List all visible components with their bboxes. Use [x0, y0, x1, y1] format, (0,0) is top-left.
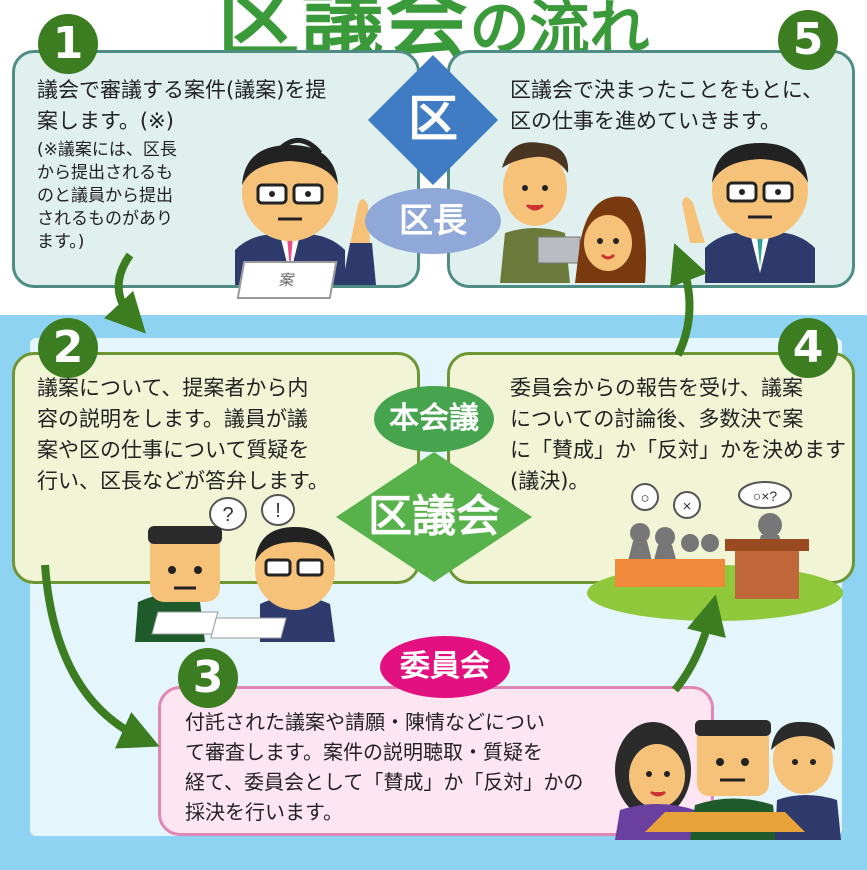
committee-illustration — [615, 720, 841, 840]
step1-box: 議会で審議する案件(議案)を提 案します。(※) (※議案には、区長 から提出さ… — [12, 50, 420, 299]
step4-line: 委員会からの報告を受け、議案 — [510, 376, 803, 400]
step2-line: 案や区の仕事について質疑を — [37, 438, 310, 462]
ku-label: 区 — [408, 90, 458, 148]
step4-number: 4 — [778, 318, 838, 378]
step3-number: 3 — [178, 648, 238, 708]
step1-line: 議会で審議する案件(議案)を提 — [37, 78, 327, 102]
step2-box: 議案について、提案者から内 容の説明をします。議員が議 案や区の仕事について質疑… — [12, 352, 420, 584]
step1-note-line: のと議員から提出 — [37, 186, 173, 206]
ku-diamond: 区 — [367, 54, 499, 186]
arrow-3-to-4 — [671, 594, 726, 693]
step1-text: 議会で審議する案件(議案)を提 案します。(※) — [37, 75, 397, 137]
arrow-2-to-3 — [41, 564, 160, 749]
vote-no-symbol: × — [683, 498, 692, 515]
step1-note-line: から提出されるも — [37, 163, 173, 183]
vote-mixed-symbol: ○×? — [753, 488, 778, 504]
step4-line: に「賛成」か「反対」かを決めます — [510, 438, 846, 462]
step5-text: 区議会で決まったことをもとに、 区の仕事を進めていきます。 — [510, 75, 850, 137]
arrow-4-to-5 — [669, 243, 708, 357]
step4-box: 委員会からの報告を受け、議案 についての討論後、多数決で案 に「賛成」か「反対」… — [447, 352, 855, 584]
step2-line: 議案について、提案者から内 — [37, 376, 309, 400]
step1-note: (※議案には、区長 から提出されるも のと議員から提出 されるものがあり ます。… — [37, 139, 237, 254]
council-members-illustration: ? ! — [135, 494, 335, 642]
staff-illustration — [500, 142, 646, 283]
step4-line: についての討論後、多数決で案 — [510, 407, 804, 431]
step1-number: 1 — [38, 14, 98, 74]
step5-number: 5 — [778, 10, 838, 70]
step2-number: 2 — [38, 318, 98, 378]
step3-line: 経て、委員会として「賛成」か「反対」かの — [185, 770, 584, 794]
step1-note-line: ます。) — [37, 232, 85, 252]
step4-line: (議決)。 — [510, 469, 590, 493]
mayor-illustration — [682, 143, 815, 283]
step2-line: 容の説明をします。議員が議 — [37, 407, 308, 431]
step2-line: 行い、区長などが答弁します。 — [37, 469, 329, 493]
vote-yes-symbol: ○ — [640, 490, 649, 507]
kucho-oval: 区長 — [365, 188, 501, 254]
step2-text: 議案について、提案者から内 容の説明をします。議員が議 案や区の仕事について質疑… — [37, 373, 407, 497]
exclamation-mark: ! — [275, 500, 281, 522]
kugikai-diamond: 区議会 — [336, 452, 532, 582]
step5-line: 区の仕事を進めていきます。 — [510, 109, 781, 133]
kugikai-label: 区議会 — [368, 491, 500, 542]
step4-text: 委員会からの報告を受け、議案 についての討論後、多数決で案 に「賛成」か「反対」… — [510, 373, 850, 497]
step3-line: 採決を行います。 — [185, 800, 343, 824]
step1-note-line: されるものがあり — [37, 209, 173, 229]
plenary-vote-illustration: ○ × ○×? — [587, 481, 843, 621]
step5-box: 区議会で決まったことをもとに、 区の仕事を進めていきます。 — [447, 50, 855, 288]
step3-line: 付託された議案や請願・陳情などについ — [185, 710, 545, 734]
step1-line: 案します。(※) — [37, 109, 174, 133]
step3-text: 付託された議案や請願・陳情などについ て審査します。案件の説明聴取・質疑を 経て… — [185, 707, 705, 827]
arrow-1-to-2 — [103, 252, 146, 334]
honkaigi-oval: 本会議 — [374, 386, 494, 452]
step3-line: て審査します。案件の説明聴取・質疑を — [185, 740, 543, 764]
speaker-face — [242, 145, 338, 241]
question-mark: ? — [222, 504, 233, 526]
raised-hand — [350, 199, 370, 245]
step5-line: 区議会で決まったことをもとに、 — [510, 78, 824, 102]
step1-note-line: (※議案には、区長 — [37, 140, 177, 160]
iinkai-oval: 委員会 — [380, 636, 510, 698]
